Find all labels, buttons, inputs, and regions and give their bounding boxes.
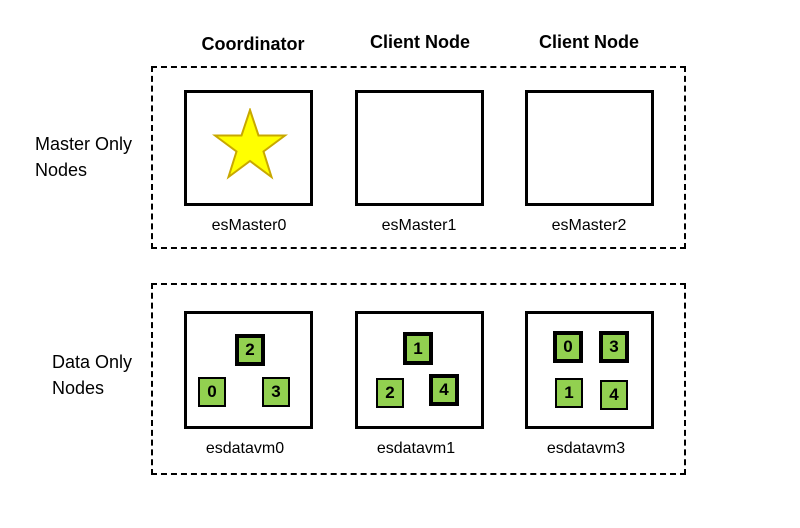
- master-node-esmaster2: [525, 90, 654, 206]
- shard-replica: 4: [600, 380, 628, 410]
- master-node-esmaster0: [184, 90, 313, 206]
- shard-primary: 0: [553, 331, 583, 363]
- shard-replica: 3: [262, 377, 290, 407]
- column-header-client-node-1: Client Node: [369, 32, 470, 52]
- shard-replica: 1: [555, 378, 583, 408]
- node-name-esmaster0: esMaster0: [211, 217, 287, 234]
- node-name-esdatavm0: esdatavm0: [205, 440, 285, 457]
- node-name-esmaster2: esMaster2: [551, 217, 627, 234]
- shard-replica: 2: [376, 378, 404, 408]
- master-label-line1: Master Only: [35, 134, 133, 154]
- master-nodes-group: [151, 66, 686, 249]
- shard-primary: 2: [235, 334, 265, 366]
- node-name-esdatavm1: esdatavm1: [376, 440, 456, 457]
- master-group-label: Master Only Nodes: [35, 131, 132, 183]
- data-node-esdatavm3: 0 3 1 4: [525, 311, 654, 429]
- data-node-esdatavm0: 2 0 3: [184, 311, 313, 429]
- data-group-label: Data Only Nodes: [52, 349, 132, 401]
- master-node-esmaster1: [355, 90, 484, 206]
- column-header-coordinator: Coordinator: [201, 34, 305, 54]
- data-label-line1: Data Only: [52, 352, 133, 372]
- node-name-esdatavm3: esdatavm3: [546, 440, 626, 457]
- column-header-client-node-2: Client Node: [538, 32, 639, 52]
- node-name-esmaster1: esMaster1: [381, 217, 457, 234]
- shard-replica: 0: [198, 377, 226, 407]
- data-nodes-group: [151, 283, 686, 475]
- shard-primary: 3: [599, 331, 629, 363]
- star-icon: [212, 108, 288, 180]
- data-label-line2: Nodes: [52, 378, 105, 398]
- shard-primary: 4: [429, 374, 459, 406]
- data-node-esdatavm1: 1 4 2: [355, 311, 484, 429]
- master-label-line2: Nodes: [35, 160, 88, 180]
- shard-primary: 1: [403, 332, 433, 365]
